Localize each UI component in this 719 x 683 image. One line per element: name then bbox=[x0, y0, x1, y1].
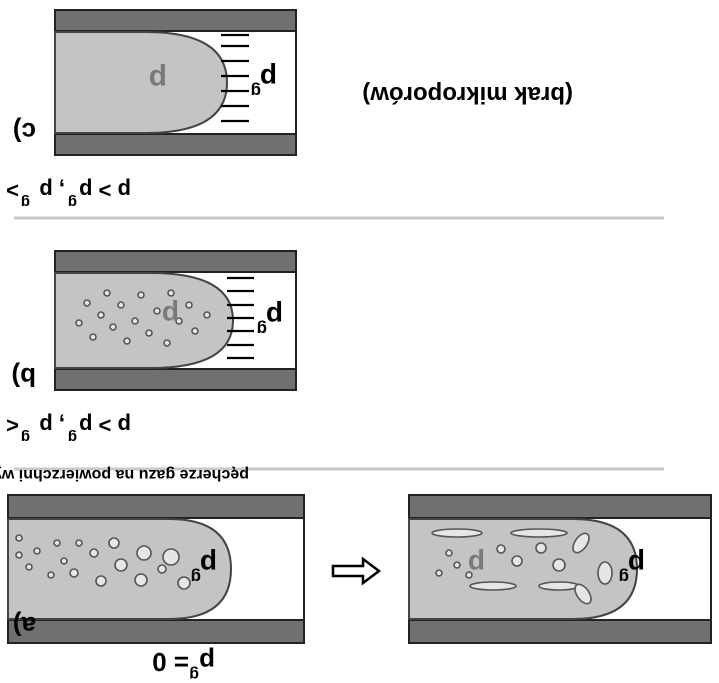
condition-part-1: p > p bbox=[79, 413, 131, 438]
gas-bubbles bbox=[431, 528, 613, 605]
panel-b-condition: p > p g , p g < p krytyczne bbox=[0, 413, 131, 446]
gas-pressure-arrows bbox=[221, 33, 249, 123]
panel-a-caption: pęcherze gazu na powierzchni wypraski bbox=[0, 466, 249, 483]
p-gas-superscript: g bbox=[251, 82, 261, 101]
panel-c-note: (brak mikroporów) bbox=[362, 81, 573, 108]
condition-part-2: , p bbox=[39, 178, 65, 203]
p-melt-faint: p bbox=[468, 549, 485, 580]
panel-a-zero-p: p bbox=[199, 647, 215, 677]
condition-sup-1: g bbox=[68, 194, 77, 211]
panel-b-label: b) bbox=[11, 362, 36, 392]
panel-a-zero-rest: = 0 bbox=[152, 647, 189, 677]
micropores bbox=[75, 289, 211, 347]
p-gas-superscript: g bbox=[619, 568, 629, 587]
p-melt-symbol: p bbox=[149, 63, 167, 96]
condition-part-1: p > p bbox=[79, 178, 131, 203]
process-arrow-icon bbox=[331, 556, 382, 586]
p-melt-symbol: p bbox=[162, 300, 179, 331]
condition-part-3: < p bbox=[0, 413, 19, 438]
panel-c-label: c) bbox=[13, 117, 36, 147]
panel-c-condition: p > p g , p g > p krytyczne bbox=[0, 178, 131, 211]
condition-sup-2: g bbox=[21, 194, 30, 211]
condition-part-3: > p bbox=[0, 178, 19, 203]
panel-a-label: a) bbox=[13, 611, 36, 641]
panel-a: p p g bbox=[0, 466, 712, 683]
panel-a-mold-right: p g bbox=[7, 494, 305, 644]
gas-bubbles bbox=[15, 534, 191, 590]
condition-sup-2: g bbox=[21, 429, 30, 446]
p-gas-symbol-right: p bbox=[200, 549, 217, 580]
melt-front bbox=[54, 272, 235, 369]
panel-a-mold-left: p p g bbox=[408, 494, 712, 644]
p-gas-superscript-right: g bbox=[191, 568, 201, 587]
panel-b: p p g p > p g , p g < p krytyczne b) bbox=[0, 250, 297, 446]
gas-pressure-arrows bbox=[227, 276, 254, 360]
condition-part-2: , p bbox=[39, 413, 65, 438]
p-gas-superscript: g bbox=[257, 320, 267, 339]
p-gas-symbol: p bbox=[260, 63, 277, 94]
p-gas-symbol: p bbox=[628, 549, 645, 580]
panel-a-zero-sup: g bbox=[189, 666, 199, 683]
p-gas-symbol: p bbox=[266, 301, 283, 332]
melt-front bbox=[54, 31, 229, 134]
panel-c: p p g (brak mikroporów) p > p g , p g > … bbox=[0, 9, 573, 211]
condition-sup-1: g bbox=[68, 429, 77, 446]
